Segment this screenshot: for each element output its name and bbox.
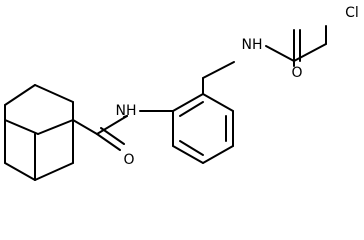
bond <box>4 84 36 106</box>
bond <box>100 127 125 145</box>
bond <box>34 84 74 103</box>
bond <box>293 43 327 62</box>
atom-label-nh: NH <box>242 37 263 53</box>
bond <box>96 133 121 151</box>
bond-lines <box>4 25 327 181</box>
bond <box>37 119 74 135</box>
bond <box>202 93 234 112</box>
bond <box>96 115 128 135</box>
bond <box>179 140 204 156</box>
molecule-diagram: NH O NH O Cl <box>4 5 359 181</box>
atom-label-nh: NH <box>116 103 137 119</box>
bond <box>172 93 204 112</box>
bond <box>172 145 204 164</box>
atom-label-o: O <box>123 152 134 168</box>
bond <box>202 61 235 79</box>
bond <box>179 101 204 117</box>
atom-label-cl: Cl <box>345 5 359 21</box>
bond <box>202 145 234 164</box>
atom-labels: NH O NH O Cl <box>116 5 359 168</box>
bond <box>34 162 74 181</box>
bond <box>4 162 36 181</box>
atom-label-o: O <box>291 65 302 81</box>
bond <box>123 115 128 118</box>
bond <box>265 45 295 62</box>
bond <box>72 119 98 135</box>
bond <box>4 119 39 135</box>
